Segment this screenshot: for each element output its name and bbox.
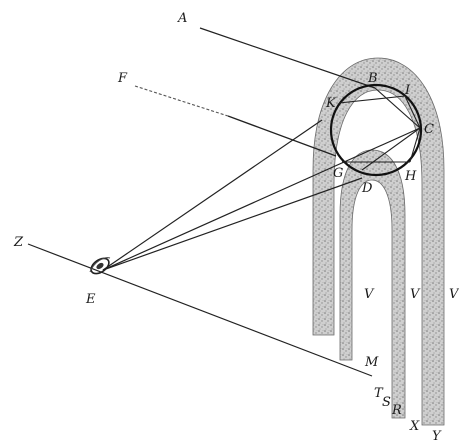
label-h: H [404, 169, 417, 184]
sun-ray-f-dashed [134, 85, 229, 117]
horizon-line-zm [27, 243, 373, 377]
label-t: T [374, 386, 384, 401]
label-f: F [117, 71, 128, 86]
label-r: R [391, 403, 402, 418]
eye-ray-to-d [102, 177, 363, 271]
sun-ray-ab [199, 27, 376, 89]
label-g: G [333, 166, 343, 181]
raindrop-circle [329, 83, 423, 177]
inner-rainbow-band [339, 149, 406, 419]
label-b: B [367, 71, 378, 86]
label-x: X [409, 419, 420, 434]
label-k: K [325, 96, 337, 111]
label-z: Z [13, 235, 24, 250]
label-d: D [361, 181, 373, 196]
label-s: S [382, 395, 391, 410]
label-y: Y [432, 429, 442, 444]
chord-b-c [374, 87, 421, 129]
chord-i-c [404, 95, 421, 129]
label-i: I [404, 83, 411, 98]
label-c: C [424, 122, 434, 137]
label-e: E [85, 292, 96, 307]
chord-k-i [338, 95, 406, 104]
sun-ray-f [227, 115, 337, 157]
outer-rainbow-band [312, 57, 445, 426]
eye-ray-to-c [102, 127, 421, 271]
label-v-middle: V [410, 287, 421, 302]
label-m: M [364, 355, 379, 370]
label-v-left: V [364, 287, 375, 302]
chord-c-h [409, 127, 421, 163]
eye-ray-to-k [102, 119, 323, 271]
eye-icon [89, 257, 111, 275]
chord-c-d [361, 127, 421, 171]
label-a: A [177, 11, 187, 26]
label-v-right: V [449, 287, 459, 302]
